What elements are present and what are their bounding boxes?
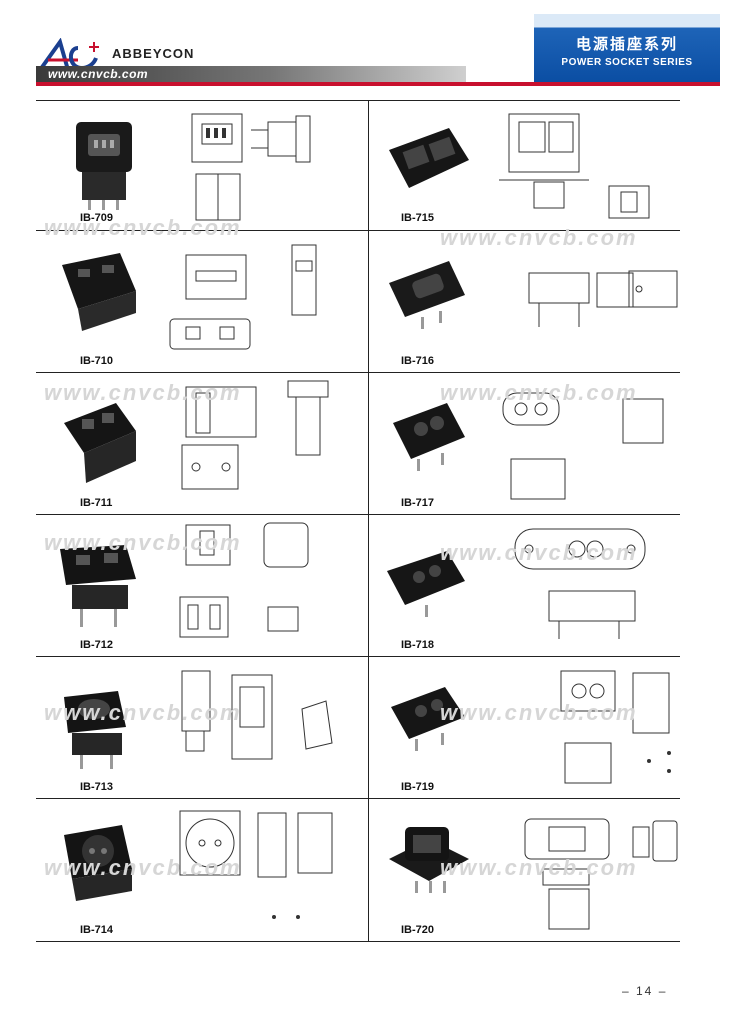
product-label: IB-714 [80, 924, 114, 936]
product-cell: IB-710 [36, 231, 368, 371]
header-divider [36, 82, 720, 86]
product-cell: IB-718 [369, 515, 701, 655]
page-number: – 14 – [622, 984, 668, 998]
technical-drawing-icon [502, 392, 664, 500]
product-cell: IB-715 [369, 100, 701, 230]
product-label: IB-711 [80, 497, 113, 509]
technical-drawing-icon [514, 528, 646, 639]
grid-line [36, 798, 680, 799]
product-label: IB-713 [80, 781, 114, 793]
series-title-en: POWER SOCKET SERIES [561, 57, 693, 68]
product-label: IB-720 [401, 924, 435, 936]
product-label: IB-717 [401, 497, 435, 509]
product-cell: IB-719 [369, 657, 701, 797]
technical-drawing-icon [191, 113, 311, 221]
socket-photo-icon [389, 261, 465, 329]
technical-drawing-icon [560, 670, 671, 784]
product-label: IB-716 [401, 355, 435, 367]
series-title-box [534, 14, 720, 82]
product-label: IB-712 [80, 639, 114, 651]
grid-line [36, 230, 680, 231]
technical-drawing-icon [524, 818, 678, 930]
product-cell: IB-713 [36, 657, 368, 797]
product-cell: IB-711 [36, 373, 368, 513]
socket-photo-icon [64, 691, 126, 769]
product-cell: IB-717 [369, 373, 701, 513]
product-label: IB-710 [80, 355, 114, 367]
product-label: IB-709 [80, 212, 114, 224]
website-url[interactable]: www.cnvcb.com [48, 67, 149, 81]
socket-photo-icon [60, 545, 136, 627]
grid-line [36, 941, 680, 942]
product-label: IB-715 [401, 212, 435, 224]
url-bar [36, 66, 466, 82]
technical-drawing-icon [179, 522, 309, 638]
product-cell: IB-714 [36, 799, 368, 939]
product-cell: IB-720 [369, 799, 701, 939]
socket-photo-icon [64, 825, 132, 901]
socket-photo-icon [62, 253, 136, 331]
grid-line [36, 100, 680, 101]
grid-line [36, 372, 680, 373]
brand-name: ABBEYCON [112, 46, 195, 61]
socket-photo-icon [389, 128, 469, 188]
grid-line [36, 656, 680, 657]
socket-photo-icon [393, 403, 465, 471]
socket-photo-icon [387, 551, 465, 617]
technical-drawing-icon [499, 113, 650, 219]
product-grid: IB-709 IB-715 [36, 100, 680, 942]
socket-photo-icon [76, 122, 132, 210]
grid-divider [368, 100, 369, 942]
socket-photo-icon [391, 687, 465, 751]
socket-photo-icon [389, 827, 469, 893]
technical-drawing-icon [528, 270, 678, 327]
product-label: IB-718 [401, 639, 435, 651]
series-title-cn: 电源插座系列 [575, 36, 678, 53]
technical-drawing-icon [181, 380, 329, 490]
product-cell: IB-712 [36, 515, 368, 655]
technical-drawing-icon [179, 810, 333, 919]
socket-photo-icon [64, 403, 136, 483]
technical-drawing-icon [169, 244, 317, 350]
product-label: IB-719 [401, 781, 435, 793]
technical-drawing-icon [181, 670, 333, 760]
product-cell: IB-709 [36, 100, 368, 230]
product-cell: IB-716 [369, 231, 701, 371]
grid-line [36, 514, 680, 515]
